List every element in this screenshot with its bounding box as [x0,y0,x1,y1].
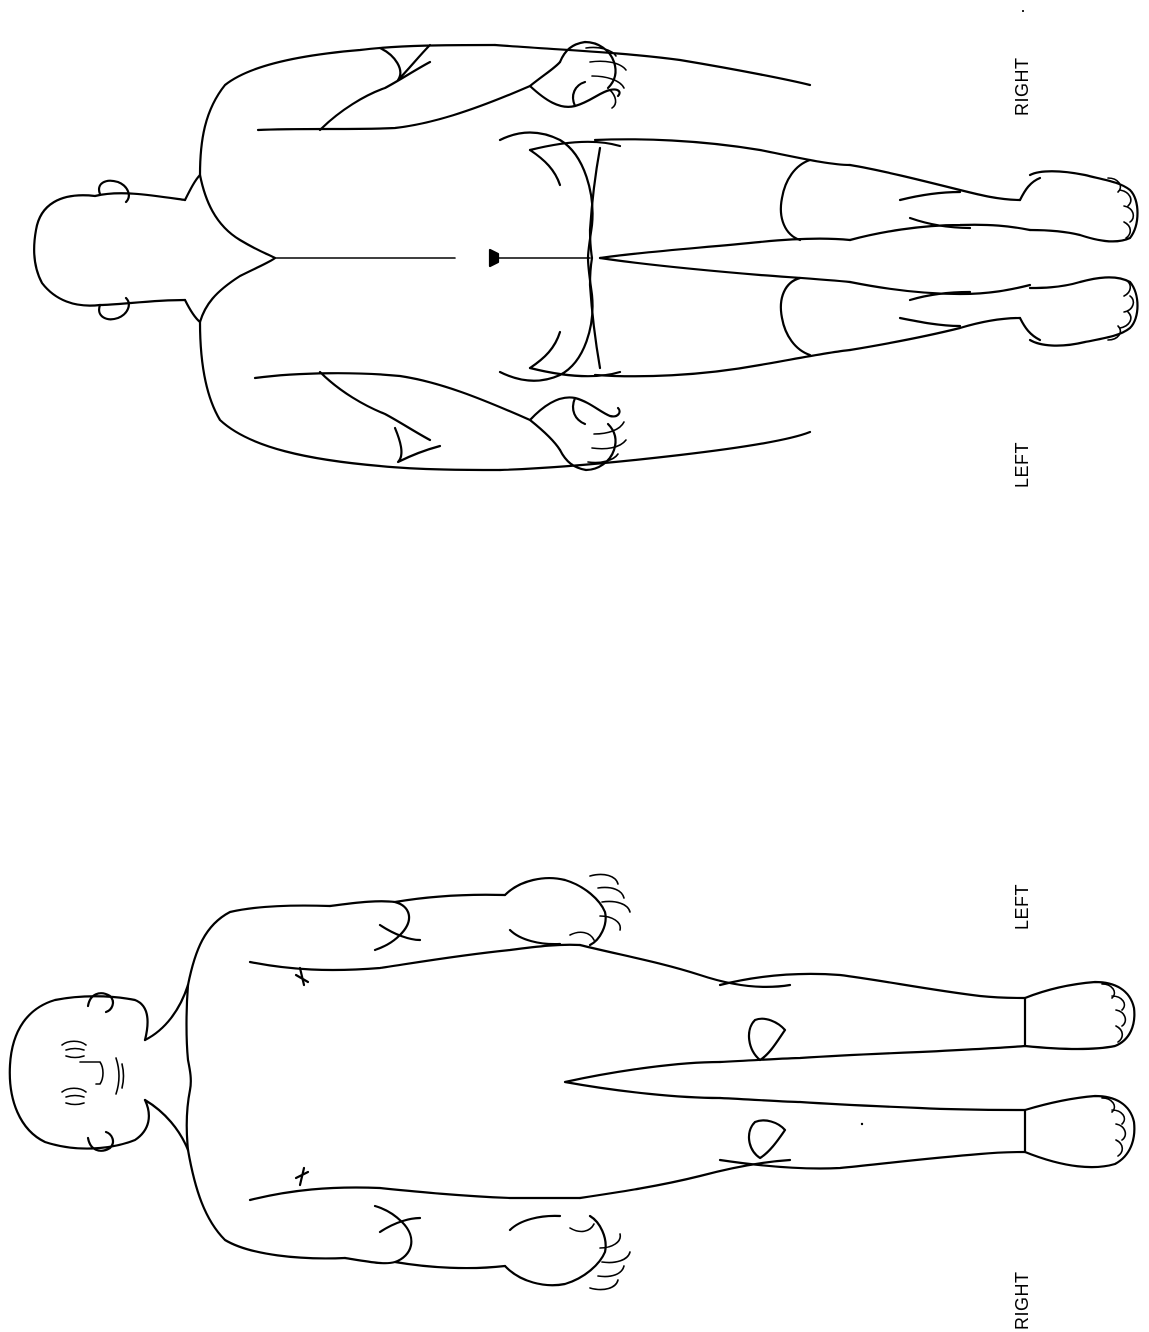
face [62,1041,124,1104]
front-arm-right [250,1188,580,1201]
back-foot-left [1030,277,1138,345]
front-hand-right [505,1216,606,1285]
front-head [10,996,149,1148]
front-arm-left [250,945,580,970]
label-front-right: RIGHT [1012,1272,1033,1331]
back-view-figure [34,42,1137,470]
back-head [34,193,185,305]
front-forearm-left [330,895,505,950]
front-kneecap-left [749,1019,785,1060]
front-foot-left [1025,982,1134,1049]
front-leg-right [720,1098,1025,1169]
label-back-left: LEFT [1012,442,1033,488]
back-ear-left [99,298,129,319]
back-buttocks [500,133,593,381]
back-arm-right [258,62,560,130]
back-hand-left [530,397,620,470]
front-kneecap-right [749,1120,785,1158]
front-torso [188,906,345,1259]
back-arm-left [255,373,560,450]
back-foot-right [1030,171,1138,241]
back-leg-right [495,45,850,258]
back-leg-left [500,258,850,470]
corner-mark: · [1012,8,1033,15]
front-view-figure [10,874,1135,1289]
label-front-left: LEFT [1012,884,1033,930]
label-back-right: RIGHT [1012,58,1033,117]
front-crotch [565,1062,720,1098]
front-forearm-right [345,1206,505,1268]
back-ear-right [99,181,129,202]
